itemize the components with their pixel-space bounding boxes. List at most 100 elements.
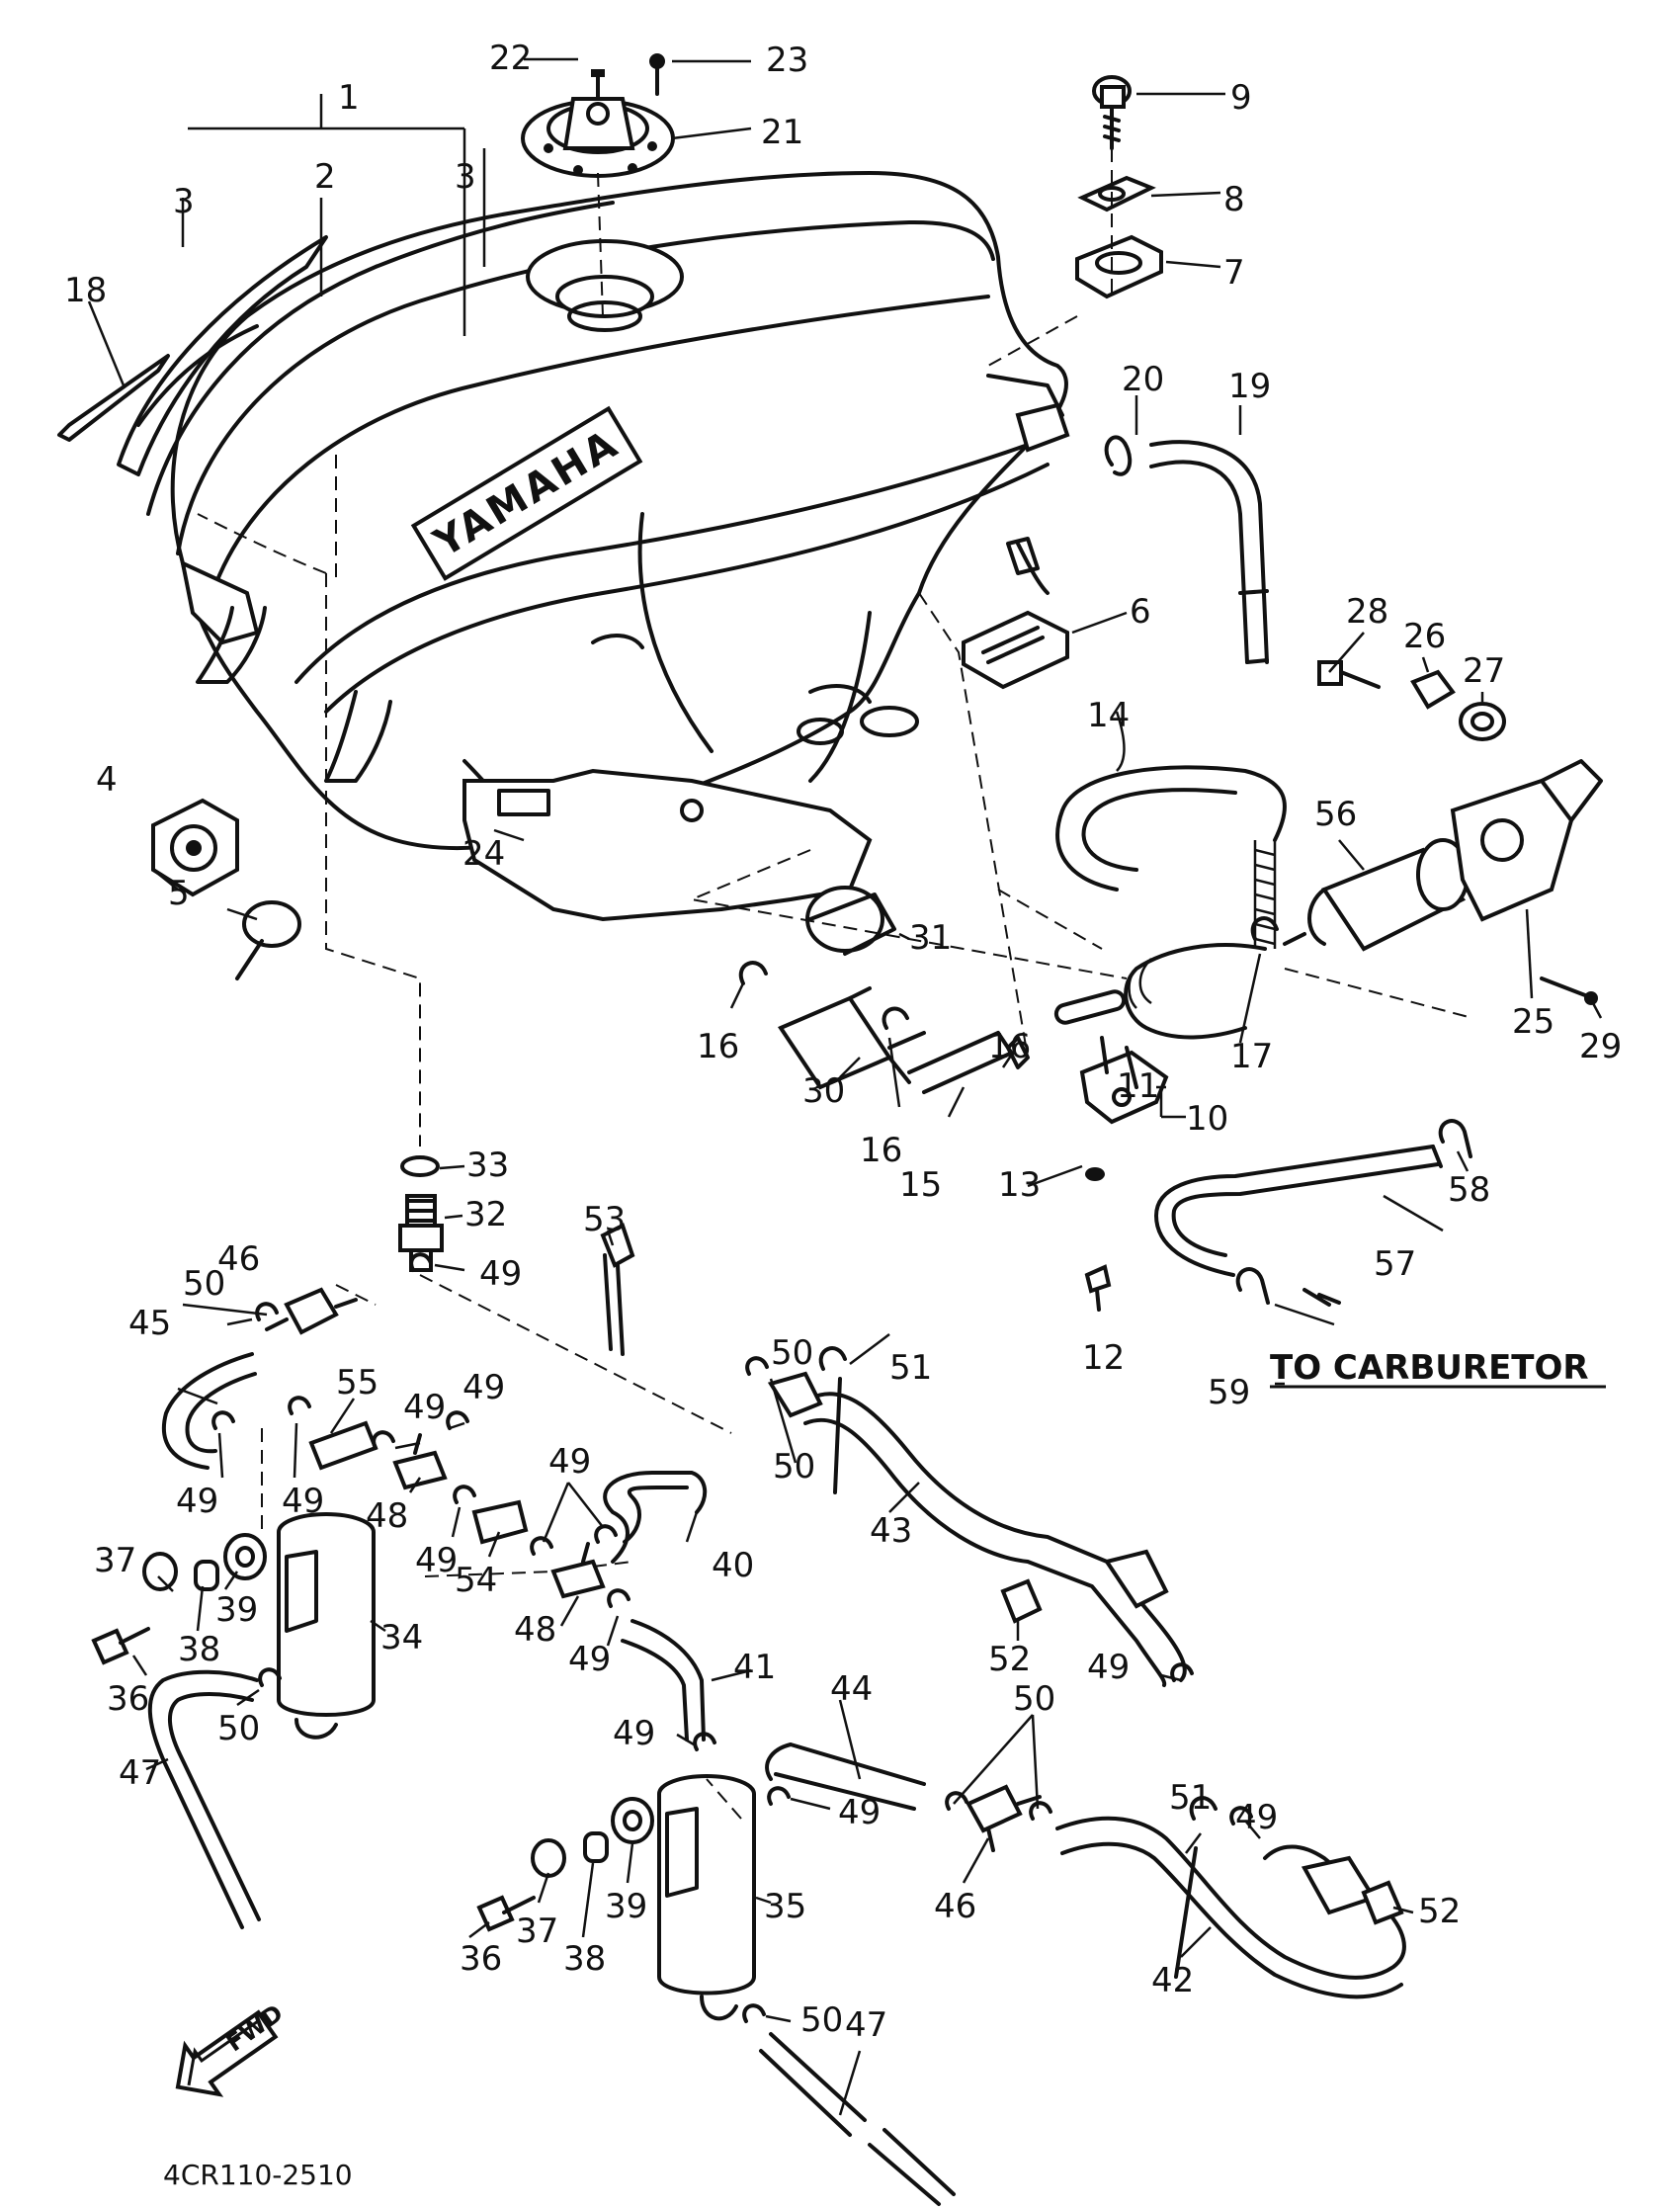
fuel-cock-10 [1079, 1036, 1169, 1125]
label-4: 4 [96, 760, 118, 800]
clip-49-k [693, 1732, 716, 1751]
bolt-9 [1092, 75, 1132, 150]
callout-leaders [87, 57, 1603, 2116]
joint-48-lower [550, 1542, 606, 1599]
fuel-tank: YAMAHA [170, 170, 1068, 850]
label-26: 26 [1403, 617, 1446, 656]
label-33: 33 [466, 1146, 509, 1185]
label-38-right: 38 [563, 1939, 606, 1979]
washer-37-right [531, 1838, 566, 1878]
label-51-upper: 51 [889, 1348, 932, 1388]
hose-42 [1055, 1816, 1406, 1999]
clip-16-b [882, 1006, 909, 1030]
label-50-f: 50 [771, 1333, 813, 1373]
clip-49-f [453, 1485, 476, 1504]
label-10: 10 [1186, 1099, 1228, 1139]
clip-17 [1250, 916, 1279, 941]
label-43: 43 [870, 1511, 912, 1551]
hose-47-right [759, 2032, 956, 2206]
label-55: 55 [336, 1363, 378, 1402]
label-50-a: 50 [183, 1264, 225, 1304]
fuel-cap-assembly [521, 97, 675, 178]
clip-49-l [767, 1786, 791, 1806]
label-5: 5 [168, 874, 190, 913]
pump-bracket-25 [1450, 759, 1603, 922]
label-14: 14 [1087, 696, 1130, 735]
label-22: 22 [489, 39, 532, 78]
label-51-lower: 51 [1169, 1778, 1212, 1818]
damper-6 [962, 610, 1069, 690]
clip-58 [1438, 1119, 1472, 1158]
label-34: 34 [380, 1618, 423, 1657]
screw-12 [1084, 1264, 1112, 1312]
label-47-right: 47 [845, 2005, 887, 2045]
label-1: 1 [338, 78, 360, 118]
label-17: 17 [1230, 1037, 1273, 1076]
damper-39-left [223, 1533, 267, 1580]
clip-51-lower [1189, 1796, 1218, 1821]
label-50-c: 50 [217, 1709, 260, 1748]
label-49-d: 49 [403, 1388, 446, 1427]
clip-50-e [1029, 1801, 1052, 1821]
hose-14-coil [1253, 840, 1277, 949]
fuel-pump-56 [1283, 838, 1470, 952]
canister-35 [657, 1774, 756, 2021]
joint-32 [398, 1194, 444, 1272]
hose-55 [308, 1420, 378, 1471]
label-13: 13 [998, 1165, 1041, 1205]
to-carburetor-note: TO CARBURETOR [1270, 1348, 1589, 1388]
clip-49-b [211, 1410, 235, 1430]
label-47-left: 47 [119, 1753, 161, 1793]
label-49-e: 49 [462, 1368, 505, 1407]
label-49-l: 49 [1235, 1798, 1278, 1837]
label-8: 8 [1223, 180, 1245, 219]
label-15: 15 [899, 1165, 942, 1205]
label-7: 7 [1223, 253, 1245, 293]
assembly-lines [197, 148, 1473, 1820]
part-number-labels: 1 2 3 3 4 5 6 7 8 9 10 11 12 13 14 15 16… [64, 39, 1622, 2045]
clip-50-a [255, 1302, 279, 1321]
clip-49-i [607, 1588, 630, 1608]
label-12: 12 [1082, 1338, 1125, 1378]
clip-49-m [1229, 1806, 1253, 1826]
label-52-lower: 52 [1418, 1892, 1461, 1931]
sensor-30 [778, 986, 926, 1090]
clip-50-c [258, 1667, 282, 1687]
label-50-e: 50 [800, 2000, 843, 2040]
label-20: 20 [1122, 360, 1164, 399]
label-46-upper: 46 [217, 1239, 260, 1279]
label-36-right: 36 [460, 1939, 502, 1979]
label-24: 24 [462, 834, 505, 874]
label-39-right: 39 [605, 1887, 647, 1926]
drain-cap-4 [151, 798, 239, 897]
clip-49-e [446, 1410, 469, 1430]
label-45: 45 [128, 1304, 171, 1343]
label-31: 31 [909, 918, 952, 958]
screw-29 [1540, 977, 1598, 1005]
screw-22 [591, 69, 605, 99]
label-9: 9 [1230, 78, 1252, 118]
label-50-b: 50 [773, 1447, 815, 1487]
clip-50-b [745, 1356, 769, 1376]
label-39-left: 39 [215, 1590, 258, 1630]
hose-47-left [147, 1669, 261, 1929]
label-53: 53 [583, 1200, 626, 1239]
collar-38-right [583, 1831, 609, 1863]
hose-15 [907, 1031, 1012, 1094]
clip-49-d [372, 1430, 395, 1450]
label-32: 32 [464, 1195, 507, 1234]
label-49-c: 49 [282, 1482, 324, 1521]
hose-57 [1154, 1145, 1440, 1277]
label-41: 41 [733, 1648, 776, 1687]
label-38-left: 38 [178, 1630, 220, 1669]
drawing-code: 4CR110-2510 [163, 2159, 353, 2191]
label-48-upper: 48 [366, 1496, 408, 1536]
label-58: 58 [1448, 1170, 1490, 1210]
clip-50-d [945, 1791, 968, 1811]
cable-tie-53 [600, 1223, 635, 1356]
joint-46-upper [265, 1287, 358, 1335]
label-35: 35 [764, 1887, 806, 1926]
label-16-b: 16 [860, 1131, 902, 1170]
label-3-mid: 3 [455, 157, 476, 197]
o-ring-11 [1053, 989, 1127, 1025]
